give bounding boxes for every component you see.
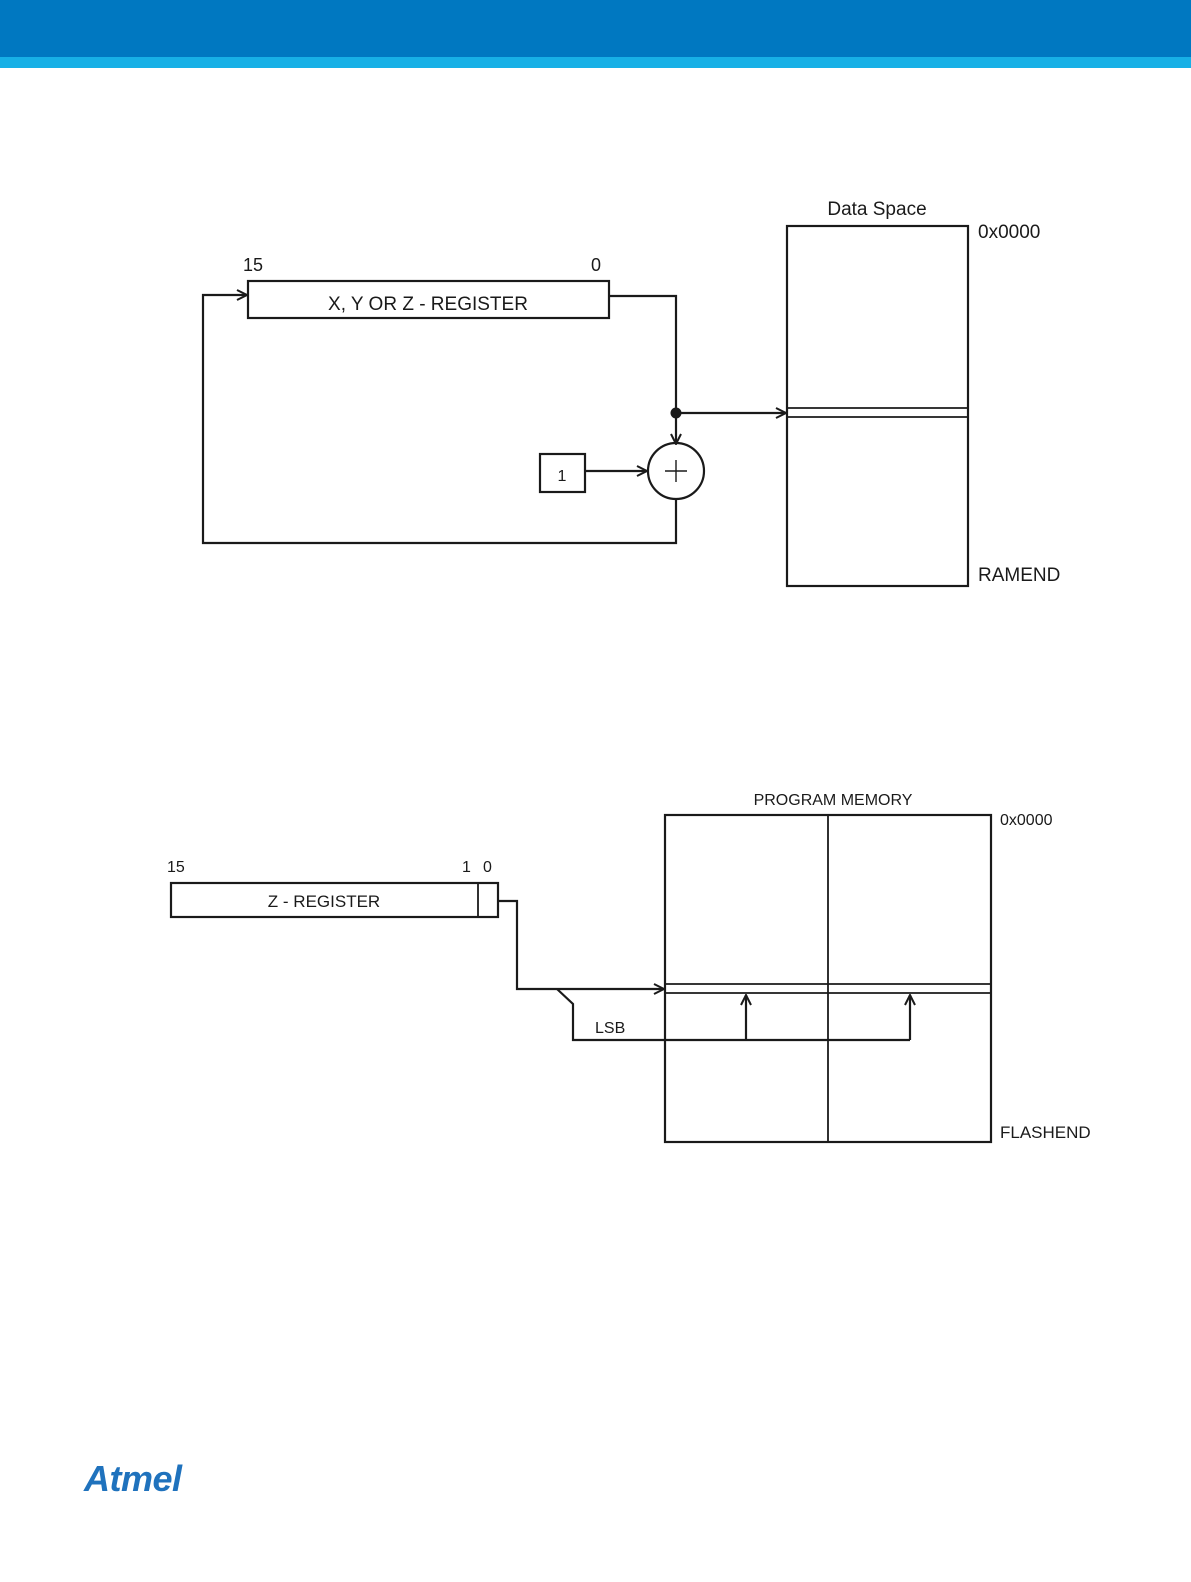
data-space-end: RAMEND xyxy=(978,565,1060,586)
data-space-diagram xyxy=(203,226,968,586)
program-memory-start: 0x0000 xyxy=(1000,812,1053,829)
program-memory-diagram xyxy=(171,815,991,1142)
bit-low-label: 0 xyxy=(591,255,601,275)
atmel-logo: Atmel xyxy=(84,1458,182,1500)
z-register-label: Z - REGISTER xyxy=(268,892,380,911)
program-memory-title: PROGRAM MEMORY xyxy=(754,792,913,809)
program-memory-end: FLASHEND xyxy=(1000,1123,1091,1142)
data-space-title: Data Space xyxy=(827,199,926,220)
junction-dot xyxy=(671,408,682,419)
feedback-loop-wire xyxy=(203,295,676,543)
register-output-wire xyxy=(609,296,676,413)
z-address-wire xyxy=(498,901,664,989)
lsb-label: LSB xyxy=(595,1020,625,1037)
z-bit-1-label: 1 xyxy=(462,859,471,876)
data-space-box xyxy=(787,226,968,586)
z-bit-0-label: 0 xyxy=(483,859,492,876)
z-bit-high-label: 15 xyxy=(167,859,185,876)
increment-value: 1 xyxy=(558,468,567,485)
bit-high-label: 15 xyxy=(243,255,263,275)
data-space-start: 0x0000 xyxy=(978,222,1040,243)
register-label: X, Y OR Z - REGISTER xyxy=(328,294,528,315)
